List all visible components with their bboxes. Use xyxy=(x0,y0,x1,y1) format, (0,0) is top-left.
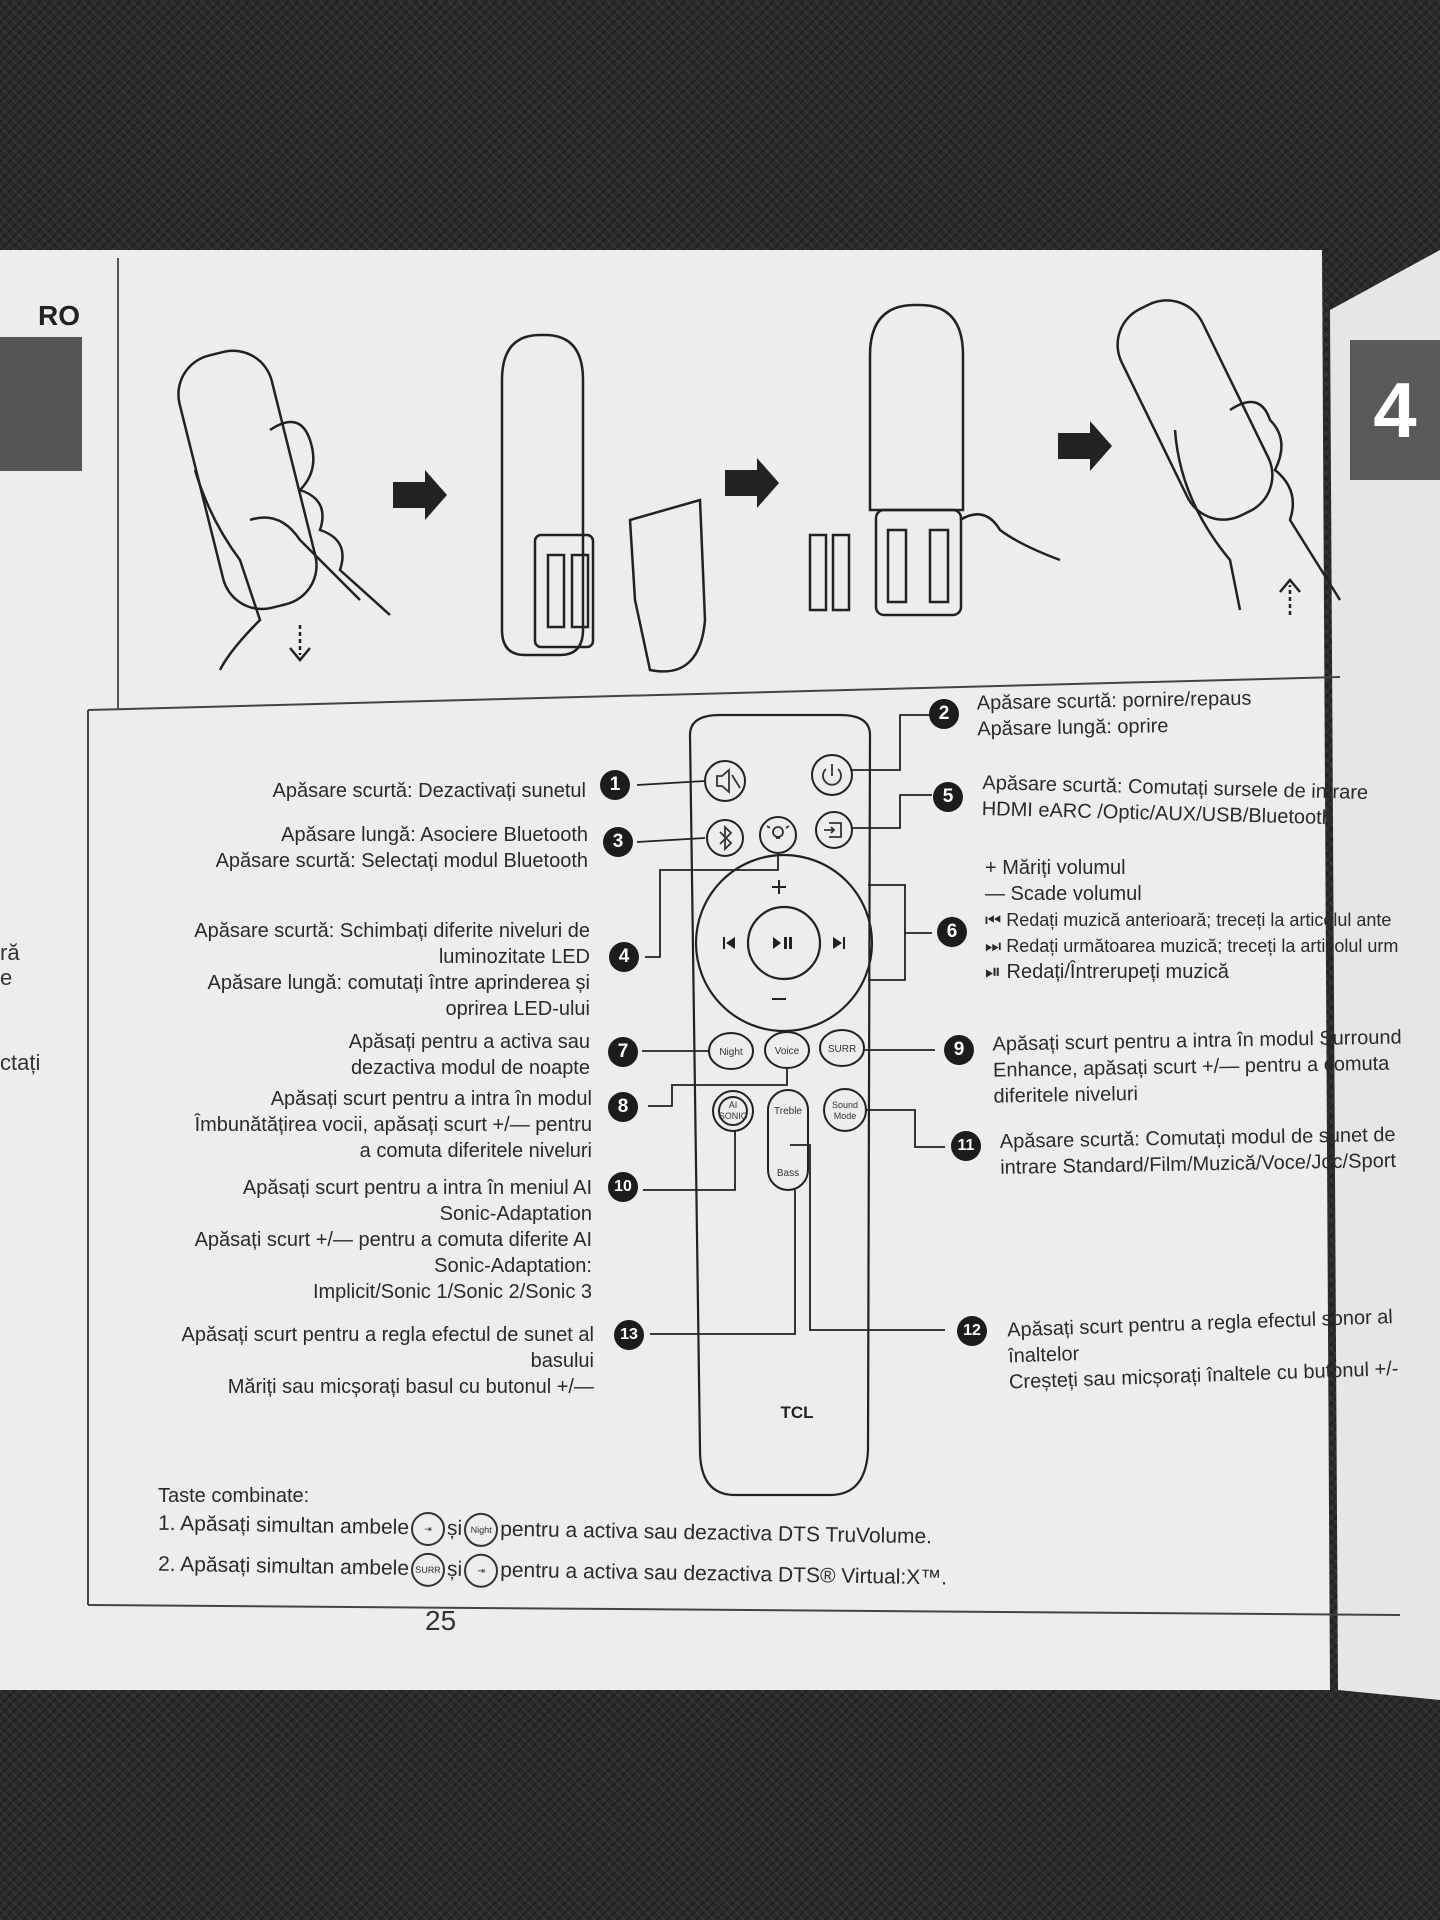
callout-12-text: Apăsați scurt pentru a regla efectul son… xyxy=(1006,1306,1399,1394)
next-icon xyxy=(833,937,845,949)
callout-7-text: Apăsați pentru a activa sau dezactiva mo… xyxy=(348,1031,590,1079)
bulb-icon xyxy=(772,826,784,838)
previous-icon xyxy=(723,937,735,949)
surr-icon: SURR xyxy=(410,1552,446,1588)
battery-step-1 xyxy=(177,349,391,671)
sound-mode-label-2: Mode xyxy=(834,1111,857,1121)
mute-icon xyxy=(716,768,741,794)
badge-1: 1 xyxy=(600,770,630,800)
callout-6-text: + Măriți volumul — Scade volumul ⏮ Redaț… xyxy=(985,857,1399,983)
led-button xyxy=(759,816,797,854)
callout-9-text: Apăsați scurt pentru a intra în modul Su… xyxy=(992,1026,1402,1108)
bluetooth-icon xyxy=(719,824,733,852)
battery-step-2 xyxy=(500,333,707,673)
left-edge-text-2: e xyxy=(0,965,13,990)
left-section-tab xyxy=(0,337,82,471)
callout-4-text: Apăsare scurtă: Schimbați diferite nivel… xyxy=(194,920,590,1020)
input-icon: ⇥ xyxy=(410,1511,446,1547)
night-button-label: Night xyxy=(719,1047,743,1058)
page-number: 25 xyxy=(425,1605,457,1636)
battery-step-3 xyxy=(808,303,1061,617)
arrow-right-2 xyxy=(725,458,779,508)
power-icon xyxy=(822,764,842,786)
input-icon: ⇥ xyxy=(463,1553,499,1589)
badge-10: 10 xyxy=(608,1172,638,1202)
callout-10-text: Apăsați scurt pentru a intra în meniul A… xyxy=(194,1177,592,1303)
arrow-right-1 xyxy=(393,470,447,520)
badge-9: 9 xyxy=(944,1035,974,1065)
leader-lines xyxy=(636,714,945,1335)
callout-11-text: Apăsare scurtă: Comutați modul de sunet … xyxy=(999,1123,1397,1179)
mute-button xyxy=(704,760,746,802)
nav-pad-icons xyxy=(723,880,845,1000)
chapter-tab: 4 xyxy=(1350,340,1440,480)
surr-button xyxy=(819,1029,865,1067)
brand-logo: TCL xyxy=(780,1403,813,1422)
badge-8: 8 xyxy=(608,1092,638,1122)
badge-7: 7 xyxy=(608,1037,638,1067)
ai-sonic-label-1: AI xyxy=(729,1100,738,1110)
ai-sonic-button xyxy=(712,1090,754,1132)
combo-title: Taste combinate: xyxy=(158,1485,310,1507)
badge-6: 6 xyxy=(937,917,967,947)
badge-5: 5 xyxy=(933,782,963,812)
ai-sonic-label-2: SONIC xyxy=(719,1111,748,1121)
voice-button-label: Voice xyxy=(775,1046,800,1057)
left-edge-text-1: ră xyxy=(0,940,20,965)
manual-page xyxy=(0,250,1330,1690)
sound-mode-button xyxy=(823,1088,867,1132)
next-page-edge xyxy=(1330,250,1440,1700)
night-icon: Night xyxy=(463,1512,499,1548)
input-button xyxy=(815,811,853,849)
callout-1-text: Apăsare scurtă: Dezactivați sunetul xyxy=(272,780,587,802)
badge-11: 11 xyxy=(951,1131,981,1161)
treble-bass-rocker xyxy=(767,1089,809,1191)
bass-label: Bass xyxy=(777,1168,799,1179)
treble-label: Treble xyxy=(774,1106,802,1117)
arrow-right-3 xyxy=(1058,421,1112,471)
power-button xyxy=(811,754,853,796)
badge-3: 3 xyxy=(603,827,633,857)
badge-12: 12 xyxy=(957,1316,987,1346)
play-pause-icon xyxy=(773,937,792,949)
remote-control xyxy=(688,713,874,1497)
language-label: RO xyxy=(38,300,80,331)
battery-step-4 xyxy=(1116,299,1342,615)
surr-button-label: SURR xyxy=(828,1044,856,1055)
callout-5-text: Apăsare scurtă: Comutați sursele de intr… xyxy=(981,771,1369,830)
input-icon xyxy=(824,822,842,838)
bluetooth-button xyxy=(706,819,744,857)
badge-13: 13 xyxy=(614,1320,644,1350)
left-edge-text-3: ctați xyxy=(0,1050,41,1075)
badge-2: 2 xyxy=(929,699,959,729)
badge-4: 4 xyxy=(609,942,639,972)
callout-13-text: Apăsați scurt pentru a regla efectul de … xyxy=(181,1324,594,1398)
sound-mode-label-1: Sound xyxy=(832,1100,858,1110)
callout-2-text: Apăsare scurtă: pornire/repaus Apăsare l… xyxy=(976,687,1252,741)
callout-3-text: Apăsare lungă: Asociere Bluetooth Apăsar… xyxy=(215,824,588,872)
callout-8-text: Apăsați scurt pentru a intra în modul Îm… xyxy=(194,1088,592,1162)
